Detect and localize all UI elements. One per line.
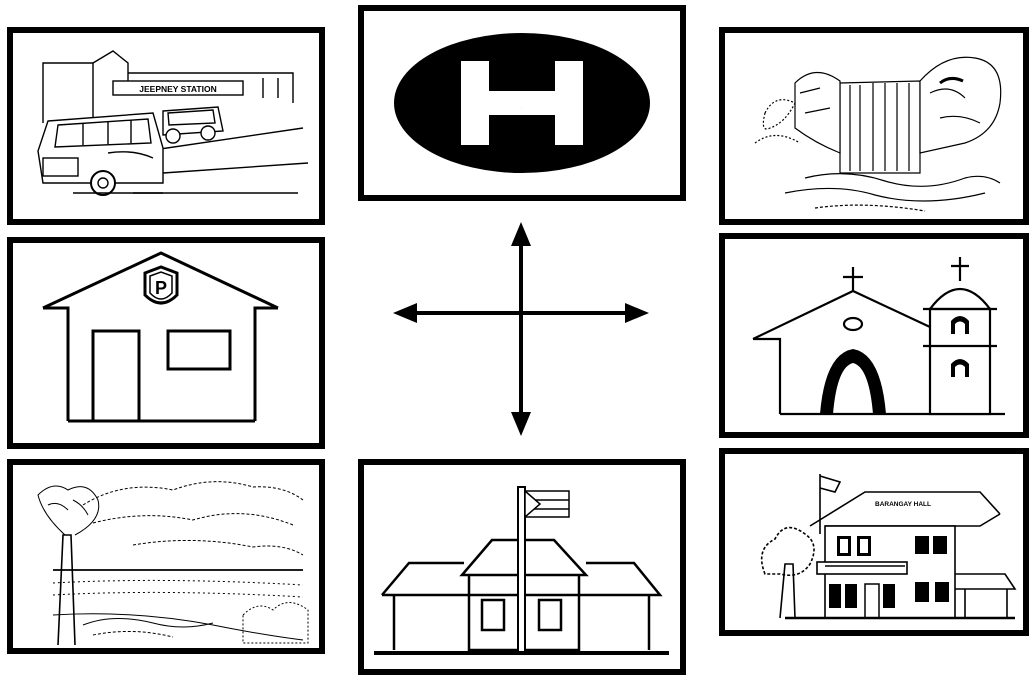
waterfall-icon bbox=[725, 33, 1023, 219]
beach-icon bbox=[13, 465, 319, 648]
police-station-card: P bbox=[7, 237, 325, 449]
arrow-left-icon bbox=[393, 303, 417, 323]
barangay-hall-icon: BARANGAY HALL bbox=[725, 454, 1023, 630]
arrow-right-icon bbox=[625, 303, 649, 323]
police-badge-letter: P bbox=[155, 278, 167, 298]
arrow-up-icon bbox=[511, 222, 531, 246]
hospital-card: H bbox=[358, 5, 686, 201]
station-sign-text: JEEPNEY STATION bbox=[139, 84, 216, 94]
church-icon bbox=[725, 239, 1023, 432]
church-card bbox=[719, 233, 1029, 438]
arrow-down-icon bbox=[511, 412, 531, 436]
barangay-hall-card: BARANGAY HALL bbox=[719, 448, 1029, 636]
direction-arrows-icon bbox=[385, 218, 655, 440]
police-station-icon: P bbox=[13, 243, 319, 443]
school-card bbox=[358, 459, 686, 675]
jeepney-station-icon: JEEPNEY STATION bbox=[13, 33, 319, 219]
beach-card bbox=[7, 459, 325, 654]
waterfall-card bbox=[719, 27, 1029, 225]
jeepney-station-card: JEEPNEY STATION bbox=[7, 27, 325, 225]
hospital-sign-icon: H bbox=[364, 11, 680, 195]
hall-sign-text: BARANGAY HALL bbox=[875, 501, 931, 508]
school-with-flag-icon bbox=[364, 465, 680, 669]
